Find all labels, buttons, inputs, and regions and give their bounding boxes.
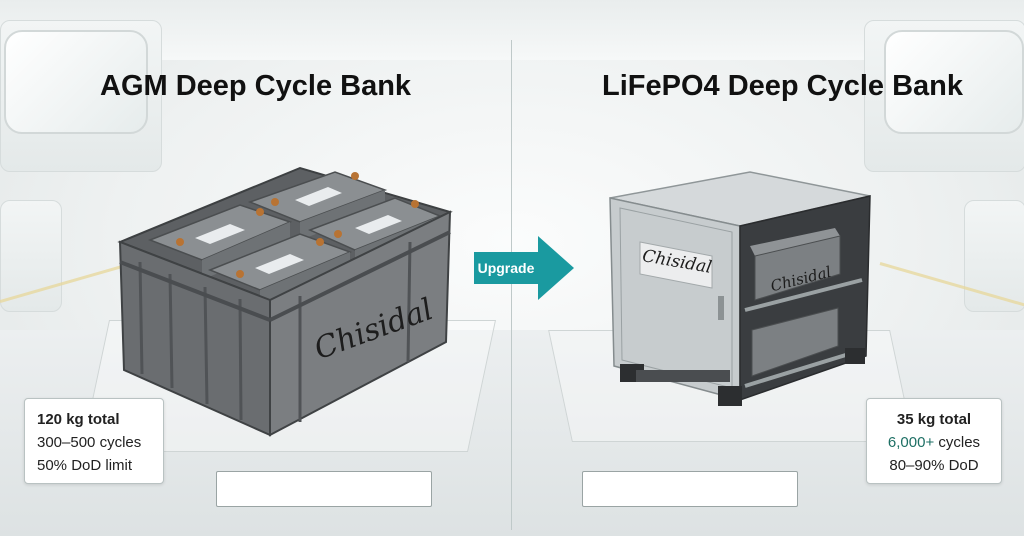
agm-title: AGM Deep Cycle Bank — [100, 70, 412, 102]
agm-battery-labels — [195, 187, 402, 274]
window-left — [4, 30, 148, 134]
agm-empty-label-box — [216, 471, 432, 507]
lifepo4-title: LiFePO4 Deep Cycle Bank — [602, 70, 964, 102]
upgrade-arrow — [474, 252, 538, 284]
agm-cycles: 300–500 cycles — [37, 434, 142, 451]
upgrade-label: Upgrade — [477, 260, 535, 276]
lifepo4-battery-lower — [751, 307, 839, 377]
lifepo4-weight: 35 kg total — [896, 411, 972, 428]
agm-terminals — [176, 172, 419, 278]
lifepo4-cycles-value: 6,000+ — [887, 434, 935, 451]
lifepo4-spec-card: 35 kg total 6,000+ cycles 80–90% DoD — [866, 398, 1002, 484]
agm-weight: 120 kg total — [37, 411, 120, 428]
lifepo4-battery-upper — [750, 228, 841, 301]
lifepo4-dod: 80–90% DoD — [889, 457, 979, 474]
center-divider — [511, 40, 512, 530]
lifepo4-cycles-unit: cycles — [934, 434, 981, 451]
lifepo4-cabinet — [609, 171, 871, 406]
agm-spec-card: 120 kg total 300–500 cycles 50% DoD limi… — [24, 398, 164, 484]
upgrade-arrow-head — [538, 236, 574, 300]
ceiling — [0, 0, 1024, 60]
window-right — [884, 30, 1024, 134]
lifepo4-empty-label-box — [582, 471, 798, 507]
lifepo4-cycles: 6,000+ cycles — [867, 432, 1001, 453]
wall-cabinet-left — [0, 200, 62, 312]
agm-battery-bank — [117, 166, 453, 437]
agm-crate-ribs — [138, 241, 412, 422]
wall-cabinet-right — [964, 200, 1024, 312]
agm-dod: 50% DoD limit — [37, 457, 133, 474]
